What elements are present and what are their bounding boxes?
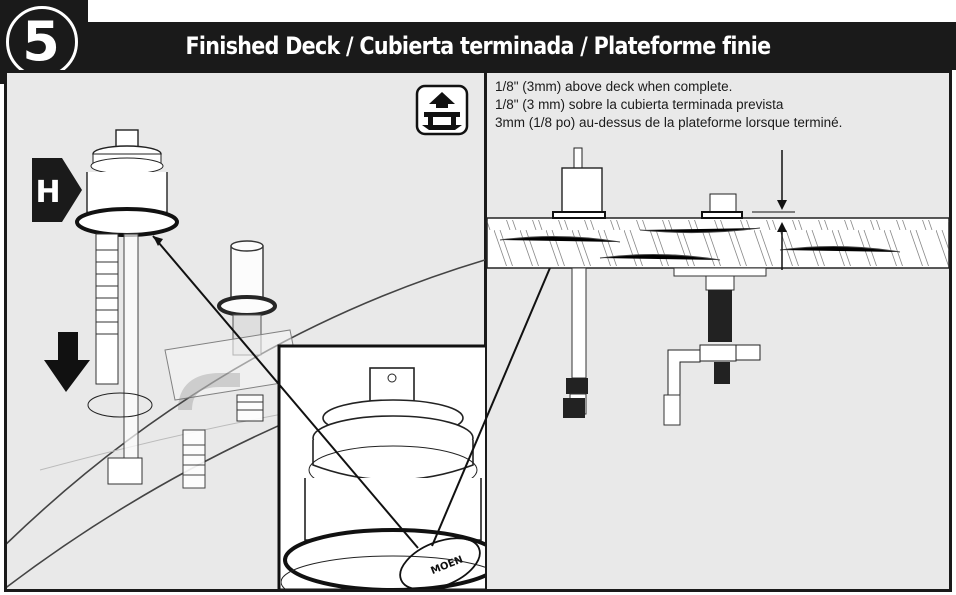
right-valve (552, 147, 606, 418)
leader-arrowhead (153, 236, 163, 246)
step-badge-ring (6, 6, 78, 78)
valve-assembly (75, 129, 179, 485)
header-bar (28, 22, 956, 70)
installation-notes: 1/8" (3mm) above deck when complete. 1/8… (495, 78, 945, 132)
note-spanish: 1/8" (3 mm) sobre la cubierta terminada … (495, 97, 784, 112)
step-title: Finished Deck / Cubierta terminada / Pla… (185, 32, 772, 60)
note-english: 1/8" (3mm) above deck when complete. (495, 79, 733, 94)
zoom-highlight-ellipse (399, 537, 481, 589)
note-french: 3mm (1/8 po) au-dessus de la plateforme … (495, 115, 843, 130)
right-spout (663, 193, 767, 426)
zoom-detail: MOEN (281, 367, 485, 589)
step-badge: 5 (0, 0, 88, 84)
down-arrow-icon (44, 332, 90, 392)
finished-deck-icon (415, 84, 469, 136)
deck-section (486, 217, 950, 269)
callout-h-badge (32, 158, 82, 222)
leader-line-right (431, 215, 573, 547)
spout-assembly (164, 240, 301, 489)
left-drawing: H MOEN (7, 84, 485, 589)
height-dimension (752, 150, 795, 270)
callout-h-label: H (35, 175, 60, 210)
leader-line (152, 235, 419, 549)
step-number: 5 (22, 10, 60, 73)
